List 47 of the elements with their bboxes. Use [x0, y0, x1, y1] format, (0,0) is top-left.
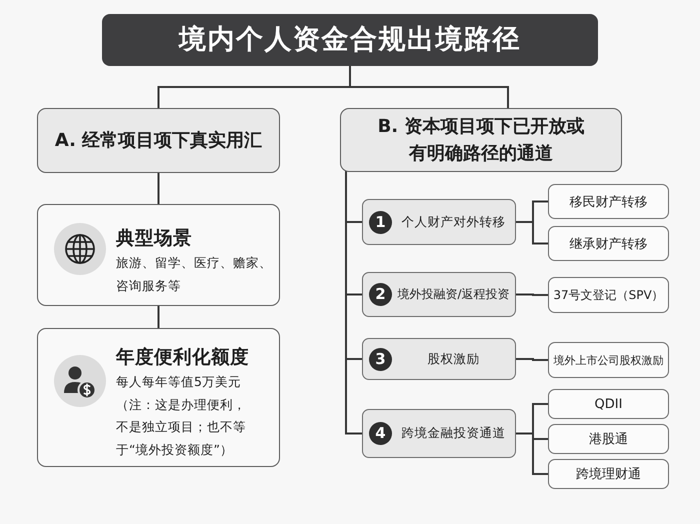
channel-box	[362, 272, 516, 317]
item-label: 港股通	[589, 431, 628, 448]
channel-label: 境外投融资/返程投资	[397, 286, 510, 303]
item-label: QDII	[594, 396, 622, 412]
title-banner	[102, 14, 598, 66]
sub-item-box	[548, 342, 669, 378]
item-label: 跨境理财通	[576, 466, 641, 483]
item-label: 移民财产转移	[570, 194, 648, 210]
channel-box	[362, 199, 516, 245]
title-text: 境内个人资金合规出境路径	[179, 23, 521, 57]
connector-line	[158, 173, 160, 204]
number-badge: 1	[369, 210, 392, 234]
card-text: 旅游、留学、医疗、赡家、咨询服务等	[116, 254, 272, 294]
sub-item-box	[548, 184, 669, 219]
connector-line	[345, 171, 362, 434]
number-badge: 4	[369, 422, 392, 445]
sub-item-box	[548, 389, 669, 419]
card-text: （注：这是办理便利，不是独立项目；也不等于“境外投资额度”）	[116, 396, 247, 458]
sub-item-box	[548, 459, 669, 489]
channel-label: 股权激励	[428, 350, 480, 368]
channel-label: 跨境金融投资通道	[402, 425, 506, 442]
item-label: 境外上市公司股权激励	[554, 352, 664, 368]
sub-item-box	[548, 424, 669, 454]
connector-line	[158, 306, 160, 328]
connector-line	[516, 358, 548, 361]
info-card	[37, 328, 280, 467]
item-label: 继承财产转移	[570, 236, 648, 252]
item-label: 37号文登记（SPV）	[553, 286, 664, 304]
connector-line	[516, 432, 548, 475]
info-card	[37, 204, 280, 306]
channel-label: 个人财产对外转移	[402, 214, 506, 230]
connector-line	[349, 66, 509, 108]
sub-item-box	[548, 277, 669, 313]
card-text: 每人每年等值5万美元	[116, 373, 241, 391]
category-box	[37, 108, 280, 173]
sub-item-box	[548, 226, 669, 261]
channel-box	[362, 338, 516, 380]
connector-line	[516, 294, 548, 296]
category-box	[340, 108, 622, 172]
number-badge: 3	[369, 348, 392, 370]
card-heading: 年度便利化额度	[116, 346, 249, 370]
connector-line	[516, 221, 548, 244]
channel-box	[362, 409, 516, 458]
category-heading: A. 经常项目项下真实用汇	[54, 129, 262, 153]
card-heading: 典型场景	[116, 227, 192, 251]
category-heading: B. 资本项目项下已开放或有明确路径的通道	[376, 115, 586, 166]
number-badge: 2	[369, 283, 392, 306]
